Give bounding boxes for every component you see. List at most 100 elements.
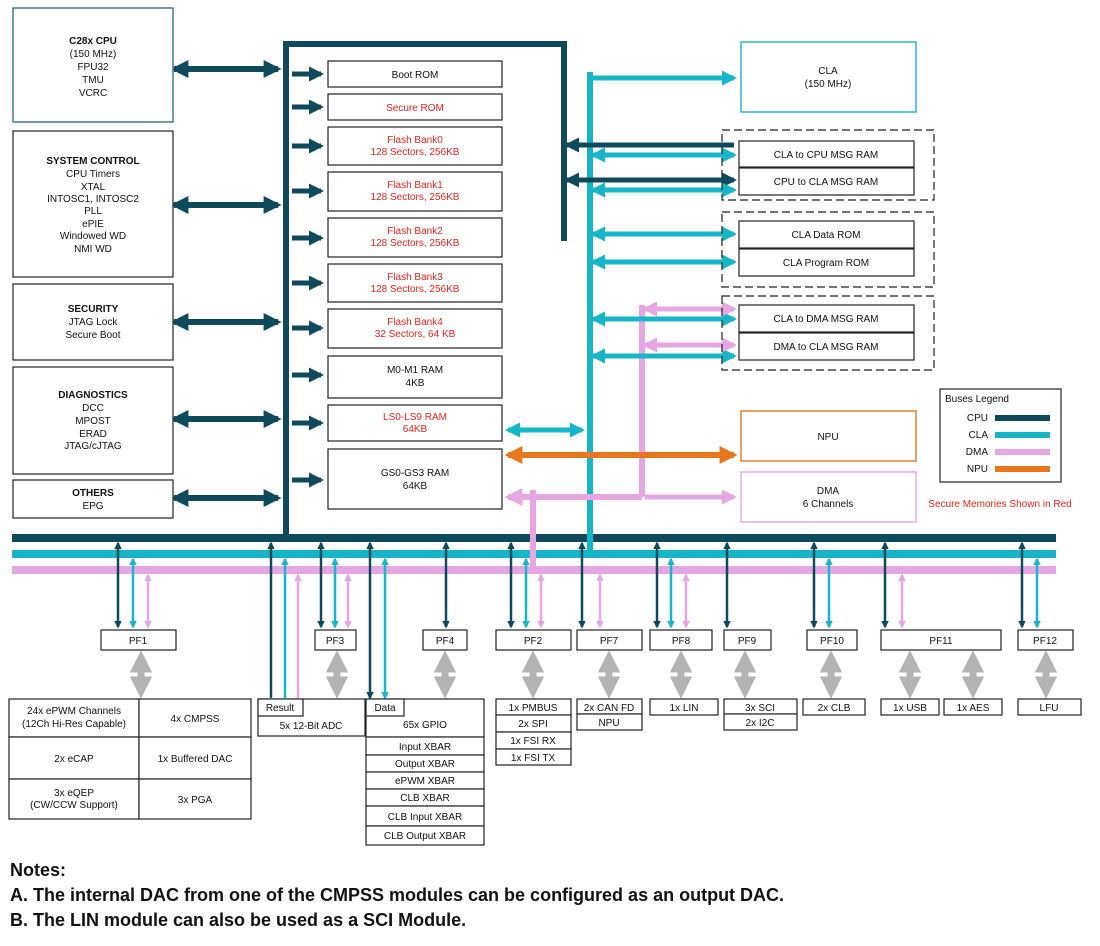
svg-text:PF7: PF7: [600, 636, 619, 647]
svg-text:PF8: PF8: [672, 636, 691, 647]
cla-to-dma-msg-ram-block: CLA to DMA MSG RAM: [738, 304, 915, 333]
svg-text:4x CMPSS: 4x CMPSS: [171, 714, 220, 725]
svg-text:PF2: PF2: [524, 636, 543, 647]
pf8-frame: PF8: [649, 629, 713, 651]
svg-text:2x I2C: 2x I2C: [746, 718, 775, 729]
svg-text:2x SPI: 2x SPI: [518, 719, 547, 730]
svg-text:Flash Bank3: Flash Bank3: [387, 272, 443, 283]
svg-text:64KB: 64KB: [403, 481, 428, 492]
adc-block: Result 5x 12-Bit ADC: [257, 698, 366, 737]
secure-rom-block: Secure ROM: [327, 93, 503, 121]
flash-bank3-block: Flash Bank3 128 Sectors, 256KB: [327, 263, 503, 303]
svg-text:PF3: PF3: [326, 636, 345, 647]
pf3-frame: PF3: [314, 629, 357, 651]
svg-text:CLA Data ROM: CLA Data ROM: [792, 230, 861, 241]
svg-text:4KB: 4KB: [406, 378, 425, 389]
flash-bank4-block: Flash Bank4 32 Sectors, 64 KB: [327, 308, 503, 349]
svg-text:1x LIN: 1x LIN: [670, 703, 699, 714]
svg-text:CLB Output XBAR: CLB Output XBAR: [384, 831, 466, 842]
boot-rom-block: Boot ROM: [327, 60, 503, 88]
secure-memories-note: Secure Memories Shown in Red: [928, 499, 1071, 510]
svg-text:5x 12-Bit ADC: 5x 12-Bit ADC: [280, 721, 343, 732]
gs-ram-block: GS0-GS3 RAM 64KB: [327, 448, 503, 510]
pf2-peripheral-list: 1x PMBUS 2x SPI 1x FSI RX 1x FSI TX: [495, 698, 572, 766]
cla-core-block: CLA (150 MHz): [740, 41, 917, 113]
cpu-to-cla-msg-ram-block: CPU to CLA MSG RAM: [738, 167, 915, 196]
svg-text:C28x CPU: C28x CPU: [69, 36, 117, 47]
svg-text:3x PGA: 3x PGA: [178, 795, 213, 806]
pf4-frame: PF4: [422, 629, 468, 651]
cla-to-cpu-msg-ram-block: CLA to CPU MSG RAM: [738, 140, 915, 168]
notes: Notes: A. The internal DAC from one of t…: [10, 860, 784, 930]
svg-text:JTAG Lock: JTAG Lock: [69, 317, 119, 328]
msg-ram-group-cpu-cla: [721, 129, 935, 201]
pf7-peripheral-list: 2x CAN FD NPU: [576, 698, 643, 731]
svg-text:Buses Legend: Buses Legend: [945, 394, 1009, 405]
svg-text:2x CAN FD: 2x CAN FD: [584, 703, 635, 714]
svg-text:MPOST: MPOST: [75, 416, 111, 427]
svg-text:CLA: CLA: [969, 430, 989, 441]
svg-text:1x PMBUS: 1x PMBUS: [509, 703, 558, 714]
svg-text:Input XBAR: Input XBAR: [399, 742, 451, 753]
system-control-block: SYSTEM CONTROL CPU Timers XTAL INTOSC1, …: [12, 130, 174, 278]
svg-text:(CW/CCW Support): (CW/CCW Support): [30, 800, 118, 811]
svg-text:1x FSI TX: 1x FSI TX: [511, 753, 556, 764]
security-block: SECURITY JTAG Lock Secure Boot: [12, 283, 174, 361]
npu-block: NPU: [740, 410, 917, 462]
svg-text:(150 MHz): (150 MHz): [70, 49, 117, 60]
svg-text:NPU: NPU: [817, 432, 838, 443]
svg-text:65x GPIO: 65x GPIO: [403, 720, 447, 731]
gpio-xbar-block: Data 65x GPIO Input XBAR Output XBAR ePW…: [365, 698, 485, 846]
svg-text:2x CLB: 2x CLB: [818, 703, 851, 714]
pf11-frame: PF11: [880, 629, 1002, 651]
dma-to-cla-msg-ram-block: DMA to CLA MSG RAM: [738, 332, 915, 361]
svg-text:3x eQEP: 3x eQEP: [54, 788, 94, 799]
pf7-frame: PF7: [576, 629, 643, 651]
svg-text:Result: Result: [266, 703, 295, 714]
svg-text:LFU: LFU: [1040, 703, 1059, 714]
svg-text:Output XBAR: Output XBAR: [395, 759, 455, 770]
svg-text:PF12: PF12: [1033, 636, 1057, 647]
msg-ram-group-cla-dma: [721, 295, 935, 371]
svg-text:NPU: NPU: [598, 718, 619, 729]
flash-bank0-block: Flash Bank0 128 Sectors, 256KB: [327, 126, 503, 166]
svg-text:Boot ROM: Boot ROM: [392, 70, 439, 81]
svg-text:PF9: PF9: [738, 636, 757, 647]
svg-text:A. The internal DAC from one o: A. The internal DAC from one of the CMPS…: [10, 885, 784, 905]
svg-text:CLA to DMA MSG RAM: CLA to DMA MSG RAM: [773, 314, 878, 325]
svg-text:CLA: CLA: [818, 66, 838, 77]
pf10-frame: PF10: [806, 629, 858, 651]
svg-text:Flash Bank1: Flash Bank1: [387, 180, 443, 191]
usb-block: 1x USB: [880, 698, 940, 716]
cpu-core-block: C28x CPU (150 MHz) FPU32 TMU VCRC: [12, 7, 174, 123]
svg-text:OTHERS: OTHERS: [72, 488, 114, 499]
svg-text:Flash Bank4: Flash Bank4: [387, 317, 443, 328]
svg-text:DMA: DMA: [966, 447, 989, 458]
svg-text:Windowed WD: Windowed WD: [60, 231, 126, 242]
svg-text:Secure ROM: Secure ROM: [386, 103, 444, 114]
svg-text:Data: Data: [374, 703, 396, 714]
clb-block: 2x CLB: [802, 698, 866, 716]
aes-block: 1x AES: [943, 698, 1003, 716]
svg-text:1x FSI RX: 1x FSI RX: [510, 736, 556, 747]
svg-text:Flash Bank2: Flash Bank2: [387, 226, 443, 237]
svg-text:JTAG/cJTAG: JTAG/cJTAG: [64, 441, 122, 452]
svg-text:CLB Input XBAR: CLB Input XBAR: [388, 812, 462, 823]
cla-data-rom-block: CLA Data ROM: [738, 220, 915, 249]
svg-text:LS0-LS9 RAM: LS0-LS9 RAM: [383, 412, 447, 423]
svg-text:Notes:: Notes:: [10, 860, 66, 880]
svg-text:CPU Timers: CPU Timers: [66, 169, 120, 180]
svg-text:NPU: NPU: [967, 464, 988, 475]
pf1-frame: PF1: [100, 629, 177, 651]
svg-text:DMA: DMA: [817, 486, 840, 497]
flash-bank1-block: Flash Bank1 128 Sectors, 256KB: [327, 171, 503, 212]
svg-text:NMI WD: NMI WD: [74, 244, 112, 255]
svg-text:DIAGNOSTICS: DIAGNOSTICS: [58, 390, 128, 401]
svg-text:1x USB: 1x USB: [893, 703, 927, 714]
diagnostics-block: DIAGNOSTICS DCC MPOST ERAD JTAG/cJTAG: [12, 366, 174, 475]
svg-text:ePIE: ePIE: [82, 219, 104, 230]
svg-text:CPU: CPU: [967, 413, 988, 424]
svg-text:PLL: PLL: [84, 206, 102, 217]
dma-block: DMA 6 Channels: [740, 471, 917, 523]
ls-ram-block: LS0-LS9 RAM 64KB: [327, 404, 503, 442]
